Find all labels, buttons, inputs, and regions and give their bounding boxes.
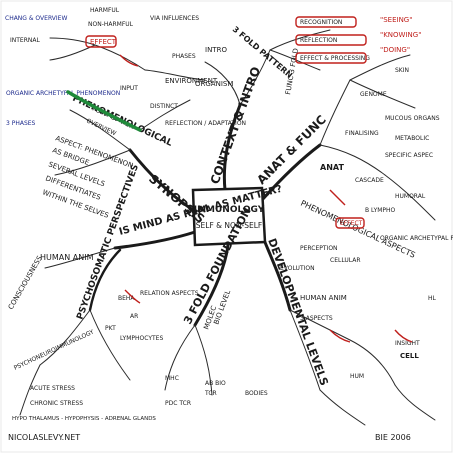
label-relation-aspects: RELATION ASPECTS <box>140 290 199 297</box>
central-title: IMMUNOLOGY <box>194 205 265 215</box>
footer-right: BIE 2006 <box>375 433 411 442</box>
label-seeing: "SEEING" <box>380 16 412 24</box>
label-input: INPUT <box>120 85 138 92</box>
branch-mind-line <box>113 230 197 250</box>
label-reflection-adapt: REFLECTION / ADAPTATION <box>165 120 246 127</box>
label-pkt: PKT <box>105 325 116 332</box>
label-3-aspects: 3 ASPECTS <box>300 315 333 322</box>
label-cellular: CELLULAR <box>330 257 361 264</box>
label-hl: HL <box>428 295 437 302</box>
label-intro: INTRO <box>205 46 227 54</box>
label-knowing: "KNOWING" <box>380 31 421 39</box>
label-bodies: BODIES <box>245 390 268 397</box>
label-cell: CELL <box>400 352 419 360</box>
label-phases-3: 3 PHASES <box>6 120 36 127</box>
label-doing: "DOING" <box>380 46 410 54</box>
branch-synopsis-line <box>128 148 195 212</box>
branch-context-line <box>222 103 242 192</box>
label-mucous: MUCOUS ORGANS <box>385 115 440 122</box>
label-chang-overview: CHANG & OVERVIEW <box>5 15 67 22</box>
label-organic-archetypal: ORGANIC ARCHETYPAL PHENOMENON <box>380 235 453 242</box>
label-cascade: CASCADE <box>355 177 384 184</box>
label-reflection: REFLECTION <box>300 37 337 44</box>
label-human-anim-2: HUMAN ANIM <box>300 294 347 302</box>
label-insight: INSIGHT <box>395 340 420 347</box>
label-internal: INTERNAL <box>10 37 40 44</box>
label-pdc-tcr: PDC TCR <box>165 400 191 407</box>
label-chronic-stress: CHRONIC STRESS <box>30 400 83 407</box>
label-effect: EFFECT <box>90 38 117 46</box>
label-organism: ORGANISM <box>195 80 233 88</box>
branch-psycho-line <box>88 248 122 312</box>
main-branches <box>88 103 322 327</box>
label-hypo-adrenal: HYPO THALAMUS - HYPOPHYSIS - ADRENAL GLA… <box>12 416 156 422</box>
label-beha: BEHA <box>118 295 135 302</box>
label-acute-stress: ACUTE STRESS <box>30 385 75 392</box>
label-harmful: HARMFUL <box>90 7 120 14</box>
label-via-influences: VIA INFLUENCES <box>150 15 199 22</box>
label-effect-2: EFFECT <box>340 220 363 227</box>
label-ab-bio: AB BIO <box>205 380 226 387</box>
accent-marks <box>66 16 413 343</box>
secondary-lines <box>19 29 436 426</box>
branch-fold-line <box>193 243 230 327</box>
central-node-frame <box>191 186 267 247</box>
label-anat: ANAT <box>320 163 344 172</box>
label-humoral: HUMORAL <box>395 193 426 200</box>
label-phases: PHASES <box>172 53 196 60</box>
label-human-anim: HUMAN ANIM <box>40 253 94 262</box>
label-effect-processing: EFFECT & PROCESSING <box>300 55 370 62</box>
central-node: IMMUNOLOGY SELF & NON-SELF <box>191 186 267 247</box>
phenomenological-highlight <box>66 90 142 132</box>
label-mhc: MHC <box>165 375 179 382</box>
label-recognition: RECOGNITION <box>300 19 342 26</box>
label-evolution: EVOLUTION <box>280 265 315 272</box>
label-ar: AR <box>130 313 138 320</box>
label-skin: SKIN <box>395 67 409 74</box>
label-lymphocytes: LYMPHOCYTES <box>120 335 163 342</box>
label-distinct: DISTINCT <box>150 103 178 110</box>
label-hum: HUM <box>350 373 364 380</box>
label-metabolic: METABOLIC <box>395 135 429 142</box>
label-perception: PERCEPTION <box>300 245 338 252</box>
branch-anat-line <box>260 143 322 202</box>
label-environment: ENVIRONMENT <box>165 77 218 85</box>
label-non-harmful: NON-HARMFUL <box>88 21 134 28</box>
label-organic-arch-blue: ORGANIC ARCHETYPAL PHENOMENON <box>6 90 120 97</box>
label-tcr: TCR <box>204 390 217 397</box>
central-subtitle: SELF & NON-SELF <box>196 221 262 230</box>
label-genome: GENOME <box>360 91 387 98</box>
label-specific: SPECIFIC ASPEC <box>385 152 433 159</box>
label-finalising: FINALISING <box>345 130 379 137</box>
label-b-lympho: B LYMPHO <box>365 207 396 214</box>
footer-left: NICOLASLEVY.NET <box>8 433 80 442</box>
